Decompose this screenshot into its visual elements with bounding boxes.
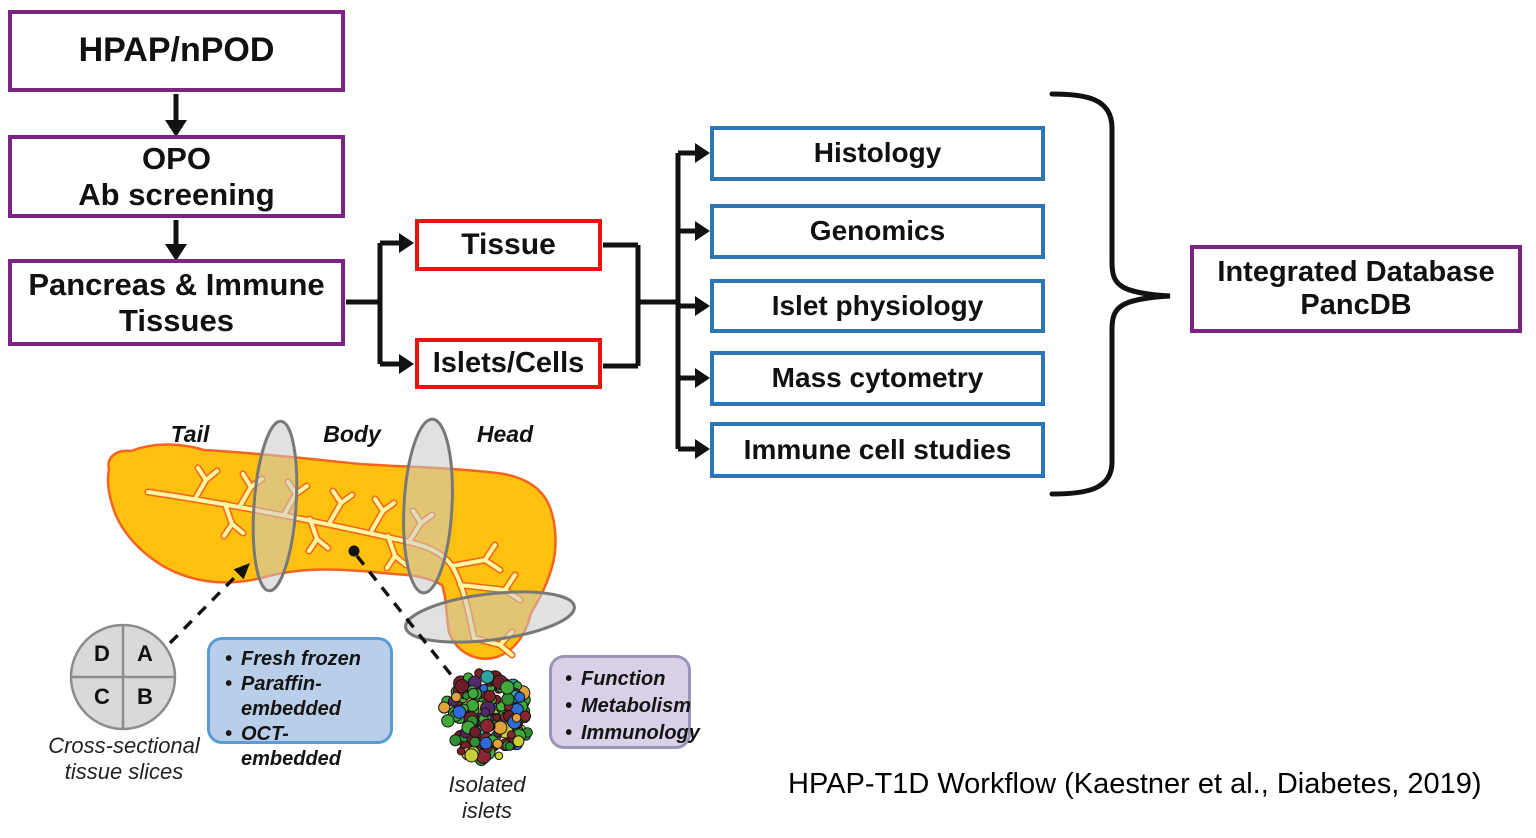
region-label-head: Head: [476, 421, 534, 447]
islets-cells-label: Islets/Cells: [432, 346, 585, 379]
islet-cell-dot: [438, 701, 451, 714]
islet-cell-dot: [494, 751, 504, 761]
islet-cell-dot: [511, 713, 522, 723]
list-item: OCT-embedded: [220, 722, 382, 772]
islet-cell-dot: [479, 736, 493, 750]
right-arrow-icon: [695, 368, 710, 388]
quadrant-label-c: C: [94, 684, 110, 709]
islet-cell-dot: [512, 735, 525, 748]
region-label-tail: Tail: [170, 421, 210, 447]
region-label-body: Body: [323, 421, 381, 447]
genomics-label: Genomics: [809, 215, 946, 247]
islet-cell-dot: [464, 748, 479, 763]
right-arrow-icon: [399, 233, 414, 253]
assay-box-histology: Histology: [710, 126, 1045, 181]
pancreas-immune-tissues-box: Pancreas & Immune Tissues: [8, 259, 345, 346]
islet-cell-dot: [501, 692, 515, 706]
list-item: Function: [560, 666, 684, 693]
right-arrow-icon: [695, 296, 710, 316]
islet-cell-dot: [492, 738, 503, 749]
list-item: Paraffin-embedded: [220, 672, 382, 722]
slice-callout-arrowhead-icon: [233, 563, 250, 580]
isolated-islets-image: [438, 668, 533, 766]
flow-connectors: [165, 94, 710, 459]
body-head-slice-plane: [402, 417, 454, 595]
tissue-label: Tissue: [461, 227, 556, 261]
right-arrow-icon: [695, 143, 710, 163]
islet-cell-dot: [505, 741, 515, 751]
assay-box-genomics: Genomics: [710, 204, 1045, 259]
islet-cell-dot: [493, 720, 508, 735]
islet-caption: Isolated islets: [448, 772, 526, 823]
opo-screening-box: OPO Ab screening: [8, 135, 345, 218]
list-item: Immunology: [560, 720, 700, 747]
assay-box-islet-physiology: Islet physiology: [710, 279, 1045, 333]
quadrant-label-a: A: [137, 641, 153, 666]
right-arrow-icon: [399, 354, 414, 374]
right-arrow-icon: [695, 221, 710, 241]
islet-studies-list: Function Metabolism Immunology: [560, 666, 700, 747]
immune-cell-studies-label: Immune cell studies: [743, 433, 1012, 465]
hpap-npod-box: HPAP/nPOD: [8, 10, 345, 92]
tissue-box: Tissue: [415, 219, 602, 271]
quadrant-label-b: B: [137, 684, 153, 709]
histology-label: Histology: [813, 137, 942, 169]
islet-cell-dot: [480, 718, 495, 734]
slice-callout-line: [168, 572, 240, 645]
islets-cells-box: Islets/Cells: [415, 338, 602, 389]
opo-label: OPO: [142, 140, 211, 176]
assay-box-immune-cell-studies: Immune cell studies: [710, 422, 1045, 478]
islet-cell-dot: [469, 736, 481, 748]
head-slice-plane: [404, 590, 576, 644]
ab-screening-label: Ab screening: [78, 176, 275, 212]
islet-physiology-label: Islet physiology: [771, 289, 984, 321]
pancdb-label: PancDB: [1300, 289, 1412, 321]
down-arrow-icon: [165, 244, 187, 261]
islet-cell-dot: [451, 691, 462, 703]
integrated-database-label: Integrated Database: [1217, 255, 1495, 288]
islet-cell-dot: [480, 670, 495, 684]
list-item: Fresh frozen: [220, 647, 382, 672]
tail-body-slice-plane: [251, 419, 299, 593]
tissue-slice-quadrant-figure: [69, 623, 177, 731]
hpap-npod-label: HPAP/nPOD: [78, 31, 275, 70]
islet-cell-dot: [483, 690, 496, 703]
integrated-database-box: Integrated Database PancDB: [1190, 245, 1522, 333]
islet-cell-dot: [506, 730, 516, 740]
tissues-label: Tissues: [119, 302, 234, 338]
islet-cell-dot: [479, 683, 489, 693]
assay-box-mass-cytometry: Mass cytometry: [710, 351, 1045, 406]
slice-caption: Cross-sectional tissue slices: [48, 733, 200, 784]
figure-caption: HPAP-T1D Workflow (Kaestner et al., Diab…: [788, 768, 1482, 800]
tissue-processing-panel: Fresh frozen Paraffin-embedded OCT-embed…: [207, 637, 393, 770]
islet-cell-dot: [500, 680, 515, 695]
islet-cell-dot: [514, 691, 526, 703]
right-arrow-icon: [695, 439, 710, 459]
islet-callout-line: [355, 554, 454, 678]
islet-callout-dot-icon: [348, 545, 360, 557]
islet-cell-dot: [449, 734, 462, 747]
islet-cell-dot: [456, 747, 466, 756]
islet-cell-dot: [467, 687, 479, 700]
islet-cell-dot: [469, 726, 482, 738]
quadrant-label-d: D: [94, 641, 110, 666]
list-item: Metabolism: [560, 693, 691, 720]
pancreas-illustration: [106, 417, 576, 660]
islet-cell-dot: [441, 714, 455, 728]
curly-brace-icon: [1049, 91, 1171, 497]
islet-studies-panel: Function Metabolism Immunology: [549, 655, 700, 749]
islet-cell-dot: [519, 710, 531, 722]
callout-lines: [168, 545, 454, 678]
islet-cell-dot: [454, 679, 469, 694]
mass-cytometry-label: Mass cytometry: [771, 362, 984, 394]
down-arrow-icon: [165, 120, 187, 137]
islet-cell-dot: [452, 705, 467, 719]
islet-cell-dot: [480, 707, 491, 718]
pancreas-immune-label: Pancreas & Immune: [28, 266, 325, 302]
tissue-processing-list: Fresh frozen Paraffin-embedded OCT-embed…: [220, 647, 382, 772]
islet-cell-dot: [492, 713, 501, 722]
